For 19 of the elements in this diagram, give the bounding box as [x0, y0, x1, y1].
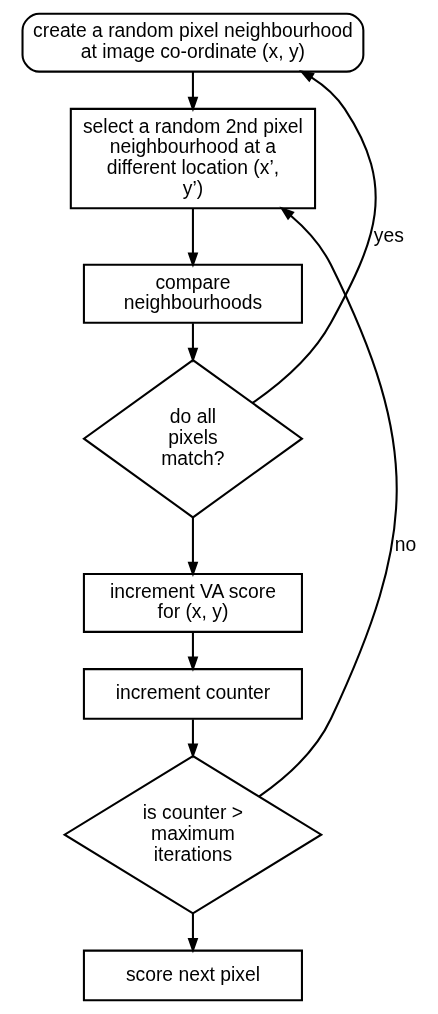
node-box: score next pixel: [82, 949, 303, 1002]
arrow: [187, 517, 198, 578]
node-diamond: do all pixels match?: [81, 358, 304, 519]
node-diamond: is counter > maximum iterations: [62, 754, 323, 915]
arrow: [187, 719, 198, 759]
arrow: [187, 913, 198, 954]
arrow: [187, 323, 198, 363]
node-box: increment counter: [82, 668, 303, 720]
node-box: create a random pixel neighbourhood at image co-ordinate (x, y): [21, 12, 364, 73]
edge-label: yes: [373, 224, 404, 246]
arrow: [251, 70, 377, 404]
arrow: [187, 632, 198, 672]
node-box: select a random 2nd pixel neighbourhood at a different location (x’, y’): [69, 107, 316, 210]
node-box: increment VA score for (x, y): [82, 572, 303, 633]
node-box: compare neighbourhoods: [82, 263, 303, 324]
arrow: [258, 206, 398, 798]
arrow: [187, 208, 198, 268]
arrow: [187, 72, 198, 112]
edge-label: no: [394, 533, 416, 555]
